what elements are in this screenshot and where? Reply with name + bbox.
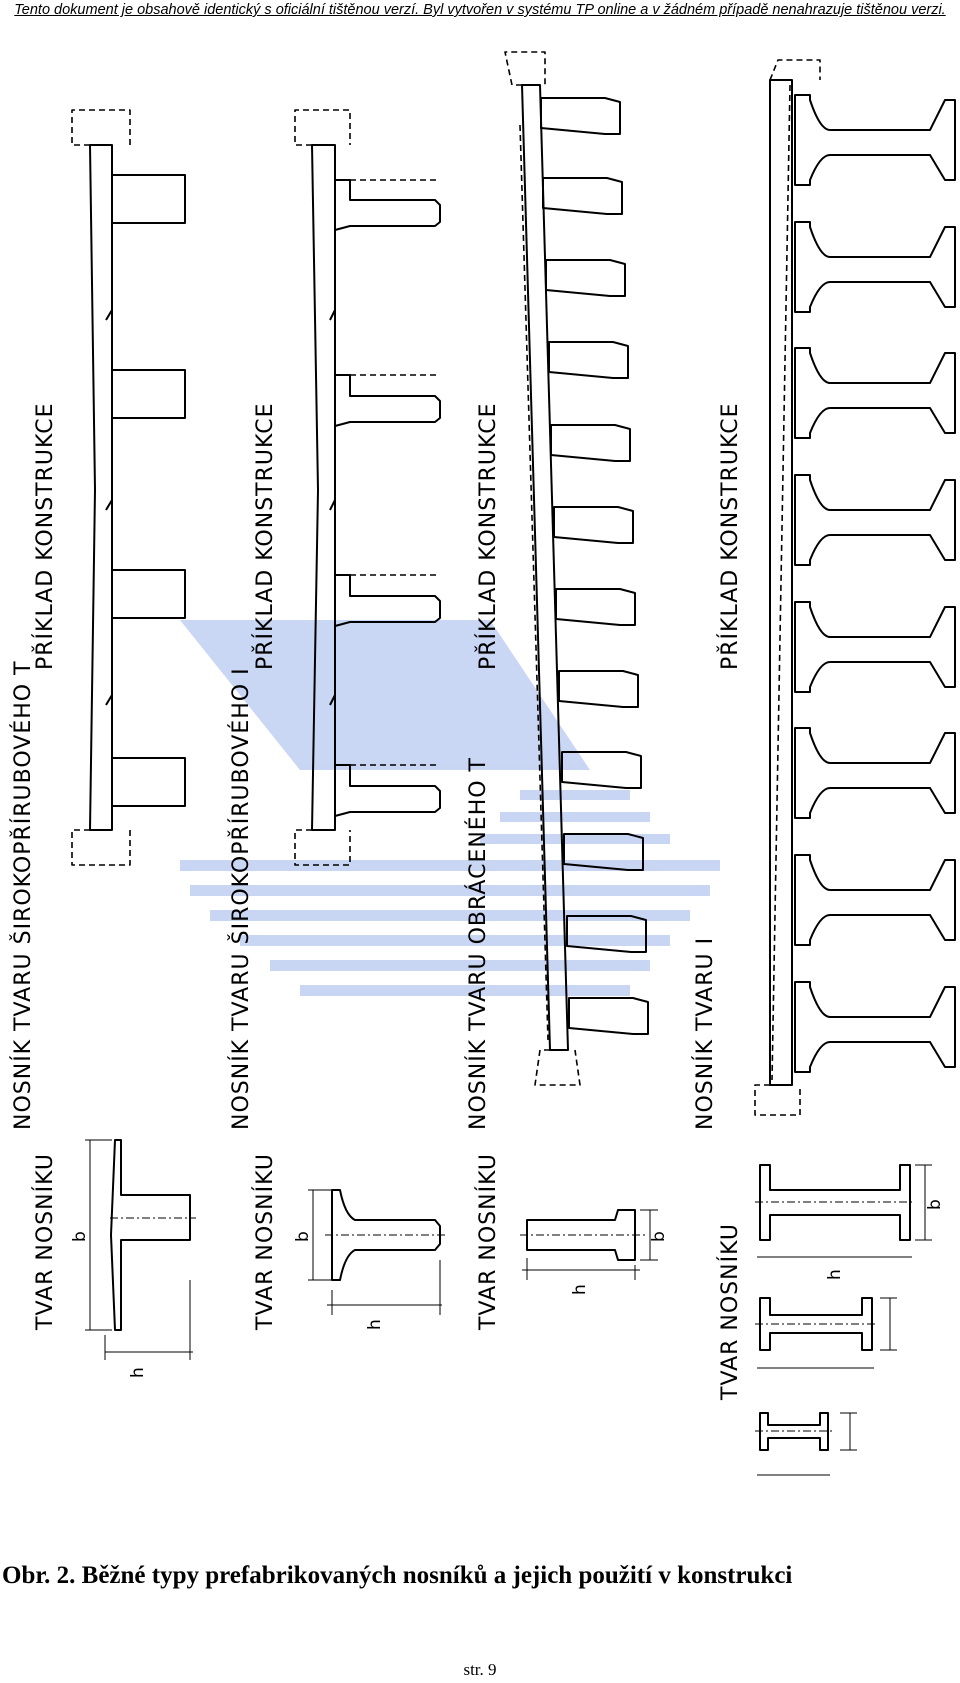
column-1-dim-b: b <box>70 1231 90 1242</box>
column-3-shape-label: TVAR NOSNÍKU <box>475 1153 501 1331</box>
page-number: str. 9 <box>463 1660 497 1679</box>
column-3-dim-h: h <box>570 1284 590 1295</box>
column-1-sections <box>71 109 196 1360</box>
column-4-shape-label: TVAR NOSNÍKU <box>717 1223 743 1401</box>
column-2-example-label: PŘÍKLAD KONSTRUKCE <box>252 403 278 671</box>
column-2-dim-b: b <box>293 1231 313 1242</box>
column-2-dim-h: h <box>365 1319 385 1330</box>
column-3-example-label: PŘÍKLAD KONSTRUKCE <box>475 403 501 671</box>
column-1-girder-label: NOSNÍK TVARU ŠIROKOPŘÍRUBOVÉHO T <box>10 660 36 1130</box>
column-1-dim-h: h <box>128 1367 148 1378</box>
column-1-example-label: PŘÍKLAD KONSTRUKCE <box>32 403 58 671</box>
column-3-girder-label: NOSNÍK TVARU OBRÁCENÉHO T <box>465 757 491 1130</box>
column-4-dim-h: h <box>825 1269 845 1280</box>
column-4-example-label: PŘÍKLAD KONSTRUKCE <box>717 403 743 671</box>
column-4-sections <box>754 59 956 1476</box>
i-girders <box>794 94 956 1073</box>
column-2-shape-label: TVAR NOSNÍKU <box>252 1153 278 1331</box>
figure-caption: Obr. 2. Běžné typy prefabrikovaných nosn… <box>2 1562 793 1589</box>
column-3-sections <box>504 51 658 1280</box>
column-3-dim-b: b <box>649 1231 669 1242</box>
column-4-dim-b: b <box>925 1199 945 1210</box>
column-2-girder-label: NOSNÍK TVARU ŠIROKOPŘÍRUBOVÉHO I <box>228 667 254 1130</box>
inverted-t-beams <box>540 97 649 1035</box>
column-1-shape-label: TVAR NOSNÍKU <box>32 1153 58 1331</box>
column-2-sections <box>294 109 445 1315</box>
column-4-girder-label: NOSNÍK TVARU I <box>692 937 718 1130</box>
document-notice: Tento dokument je obsahově identický s o… <box>14 2 946 18</box>
watermark-logo <box>180 620 720 996</box>
figure-drawing: TVAR NOSNÍKU NOSNÍK TVARU ŠIROKOPŘÍRUBOV… <box>10 51 956 1476</box>
